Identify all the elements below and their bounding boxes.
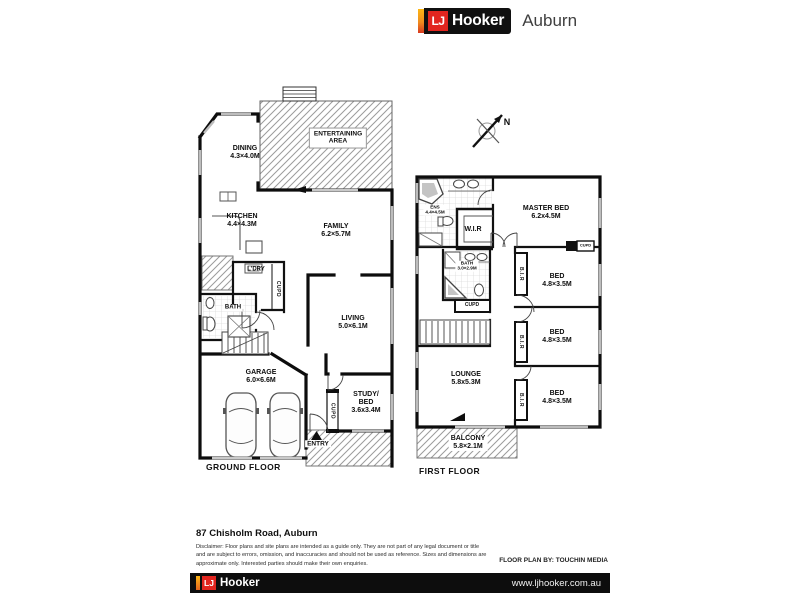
ground-floor-title: GROUND FLOOR	[206, 462, 281, 472]
brand-name: Hooker	[220, 577, 260, 589]
logo-stripe	[196, 576, 200, 590]
ground-floor-plan	[197, 86, 394, 468]
room-label-bir-2: B.I.R	[518, 335, 524, 349]
disclaimer-text: Disclaimer: Floor plans and site plans a…	[196, 544, 487, 567]
car-icon	[266, 392, 304, 458]
room-label-laundry-cupd: CUPD	[275, 280, 281, 298]
room-label-bath-ground: BATH	[222, 304, 244, 312]
lj-hooker-logo: LJ Hooker Auburn	[418, 8, 577, 34]
car-icon	[222, 392, 260, 458]
first-floor-plan	[415, 175, 602, 459]
room-label-wir: W.I.R	[464, 225, 482, 233]
room-label-bath-cupd: CUPD	[464, 302, 480, 309]
brand-name: Hooker	[452, 12, 505, 29]
property-address: 87 Chisholm Road, Auburn	[196, 528, 318, 539]
room-label-laundry: L'DRY	[247, 266, 265, 273]
compass-icon	[472, 114, 503, 148]
lj-monogram: LJ	[202, 576, 216, 590]
first-floor-title: FIRST FLOOR	[419, 466, 481, 476]
room-label-bir-3: B.I.R	[518, 393, 524, 407]
room-label-bir-1: B.I.R	[518, 267, 524, 281]
room-label-master-cupd: CUPD	[579, 242, 592, 248]
footer-bar: LJ Hooker www.ljhooker.com.au	[190, 573, 610, 593]
website-url: www.ljhooker.com.au	[511, 577, 601, 589]
north-label: N	[503, 116, 511, 127]
lj-monogram: LJ	[428, 11, 448, 31]
logo-box: LJ Hooker	[424, 8, 512, 34]
room-label-entry: ENTRY	[305, 440, 331, 448]
room-label-study-cupd: CUPD	[329, 402, 336, 420]
floorplan-credit: FLOOR PLAN BY: TOUCHIN MEDIA	[499, 557, 608, 564]
office-name: Auburn	[522, 11, 578, 30]
logo-stripe	[418, 9, 424, 33]
